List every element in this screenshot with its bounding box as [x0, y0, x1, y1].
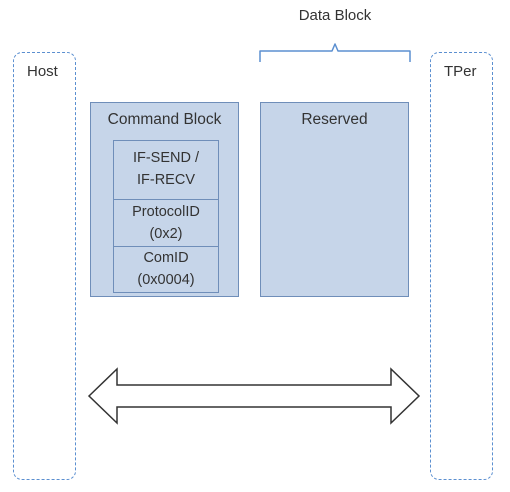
curly-brace-icon	[259, 43, 411, 62]
command-block-fields: IF-SEND / IF-RECV ProtocolID (0x2) ComID…	[113, 140, 219, 293]
field-if-send-line2: IF-RECV	[137, 172, 195, 188]
reserved-block: Reserved	[260, 102, 409, 297]
host-label: Host	[27, 63, 58, 80]
field-com-id-line1: ComID	[143, 250, 189, 266]
command-block: Command Block IF-SEND / IF-RECV Protocol…	[90, 102, 239, 297]
tper-label: TPer	[444, 63, 477, 80]
field-protocol-id: ProtocolID (0x2)	[114, 199, 218, 246]
field-com-id-line2: (0x0004)	[137, 272, 195, 288]
double-headed-arrow-icon	[87, 367, 421, 425]
data-block-label: Data Block	[298, 7, 372, 24]
host-lane	[13, 52, 76, 480]
reserved-block-title: Reserved	[301, 111, 368, 128]
field-protocol-id-line1: ProtocolID	[132, 204, 200, 220]
command-block-title: Command Block	[107, 111, 222, 128]
field-if-send-recv: IF-SEND / IF-RECV	[114, 141, 218, 199]
field-protocol-id-line2: (0x2)	[149, 226, 183, 242]
tper-lane	[430, 52, 493, 480]
field-if-send-line1: IF-SEND /	[132, 150, 200, 166]
field-com-id: ComID (0x0004)	[114, 246, 218, 292]
